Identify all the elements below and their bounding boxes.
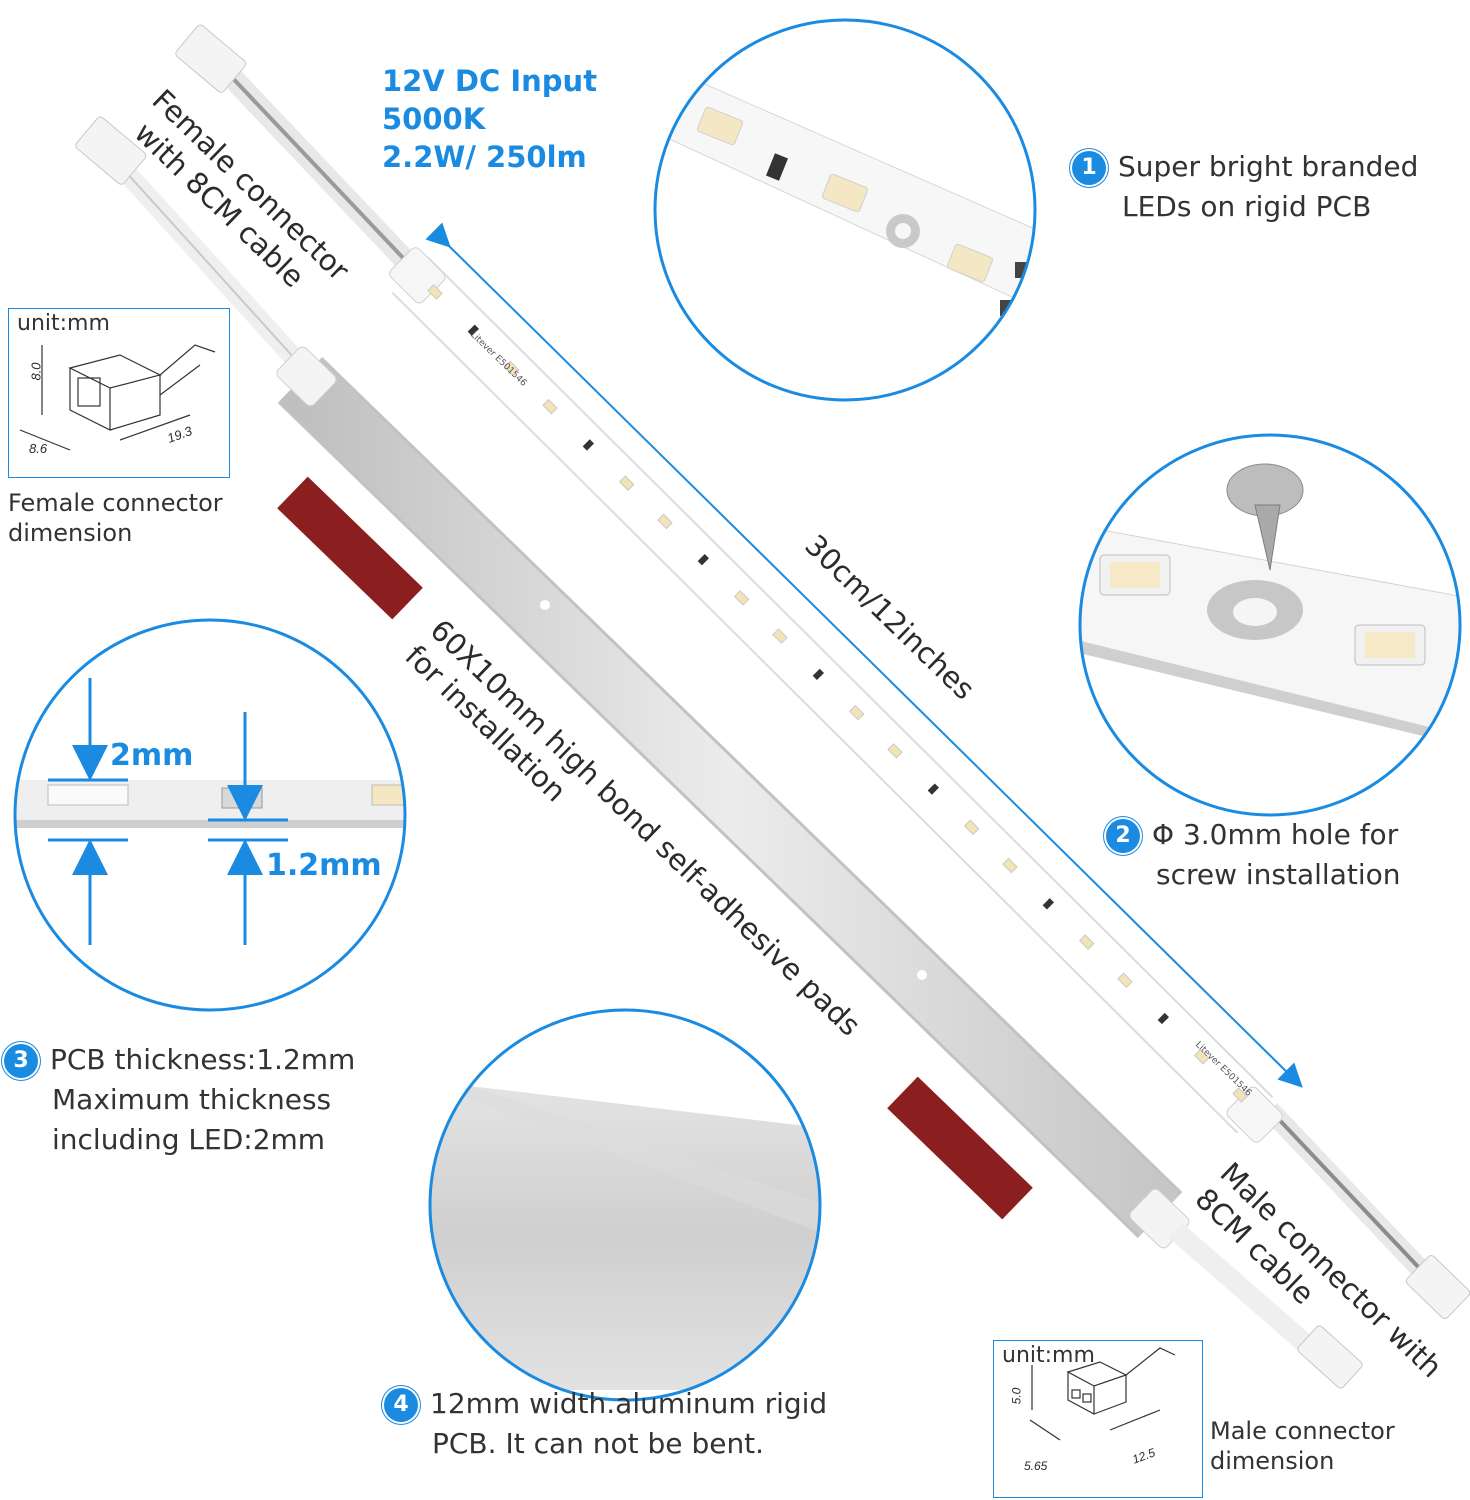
- detail-circle-thickness: [13, 618, 407, 1012]
- feature-1-number: 1: [1072, 151, 1106, 185]
- detail-circle-leds: [653, 18, 1037, 402]
- female-dimension-box: unit:mm 8.0 8.6 19.3: [8, 308, 230, 478]
- feature-4-number: 4: [384, 1388, 418, 1422]
- spec-color-temp: 5000K: [382, 102, 486, 136]
- feature-4: 4 12mm width.aluminum rigid PCB. It can n…: [384, 1384, 827, 1464]
- female-dimension-caption-line1: Female connector: [8, 489, 223, 517]
- led-chip: [1232, 1087, 1248, 1103]
- male-dimension-box: unit:mm 5.0 5.65 12.5: [993, 1340, 1203, 1498]
- female-dimension-width: 8.6: [29, 441, 48, 456]
- adhesive-pad-bottom: [887, 1076, 1033, 1220]
- feature-2-line2: screw installation: [1156, 858, 1401, 891]
- female-dimension-drawing: [19, 344, 216, 451]
- feature-2-number: 2: [1106, 819, 1140, 853]
- feature-3: 3 PCB thickness:1.2mm Maximum thickness i…: [4, 1040, 355, 1160]
- feature-2-line1: Φ 3.0mm hole for: [1152, 818, 1399, 851]
- detail-circle-screw-hole: [1078, 433, 1462, 817]
- feature-3-line1: PCB thickness:1.2mm: [50, 1043, 356, 1076]
- adhesive-pad-top: [277, 476, 423, 620]
- feature-3-number: 3: [4, 1044, 38, 1078]
- female-connector-cable-2: [75, 116, 313, 377]
- length-arrow: [425, 222, 1303, 1088]
- feature-1: 1 Super bright branded LEDs on rigid PCB: [1072, 147, 1418, 227]
- detail-circle-aluminum: [428, 1008, 822, 1402]
- male-dimension-caption: Male connector dimension: [1210, 1416, 1395, 1476]
- female-dimension-caption: Female connector dimension: [8, 488, 223, 548]
- feature-3-line3: including LED:2mm: [52, 1123, 326, 1156]
- feature-4-line2: PCB. It can not be bent.: [432, 1427, 765, 1460]
- male-dimension-height: 5.0: [1009, 1387, 1024, 1405]
- feature-4-line1: 12mm width.aluminum rigid: [430, 1387, 828, 1420]
- feature-2: 2 Φ 3.0mm hole for screw installation: [1106, 815, 1401, 895]
- male-dimension-width: 5.65: [1024, 1459, 1048, 1473]
- male-dimension-unit: unit:mm: [1002, 1343, 1095, 1368]
- female-connector-cable: [175, 24, 413, 268]
- max-thickness-label: 2mm: [110, 738, 194, 773]
- male-connector-cable: [1168, 1103, 1470, 1389]
- female-dimension-length: 19.3: [165, 423, 195, 446]
- female-dimension-caption-line2: dimension: [8, 519, 133, 547]
- male-dimension-caption-line2: dimension: [1210, 1447, 1335, 1475]
- feature-1-line2: LEDs on rigid PCB: [1122, 190, 1372, 223]
- feature-3-line2: Maximum thickness: [52, 1083, 332, 1116]
- feature-1-line1: Super bright branded: [1118, 150, 1419, 183]
- female-dimension-unit: unit:mm: [17, 311, 110, 336]
- spec-block: 12V DC Input 5000K 2.2W/ 250lm: [382, 62, 597, 176]
- male-dimension-drawing: [1029, 1347, 1176, 1441]
- spec-power-lumen: 2.2W/ 250lm: [382, 140, 587, 174]
- female-dimension-height: 8.0: [28, 362, 44, 381]
- male-dimension-length: 12.5: [1130, 1445, 1158, 1467]
- spec-input-voltage: 12V DC Input: [382, 64, 598, 98]
- male-dimension-caption-line1: Male connector: [1210, 1417, 1395, 1445]
- pcb-thickness-label: 1.2mm: [266, 848, 382, 883]
